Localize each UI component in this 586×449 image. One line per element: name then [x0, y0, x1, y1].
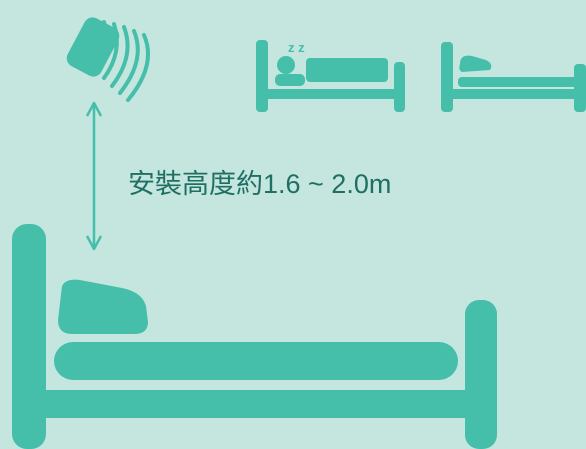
double-arrow-icon — [85, 101, 103, 251]
installation-height-label: 安裝高度約1.6 ~ 2.0m — [128, 169, 392, 199]
empty-bed-icon — [441, 42, 586, 112]
bed-icon — [12, 224, 497, 449]
pillow — [58, 279, 148, 334]
sleep-z-icon: z z — [288, 40, 305, 55]
ceiling-sensor-icon — [66, 17, 150, 102]
sleeping-person-in-bed-icon — [256, 40, 405, 112]
